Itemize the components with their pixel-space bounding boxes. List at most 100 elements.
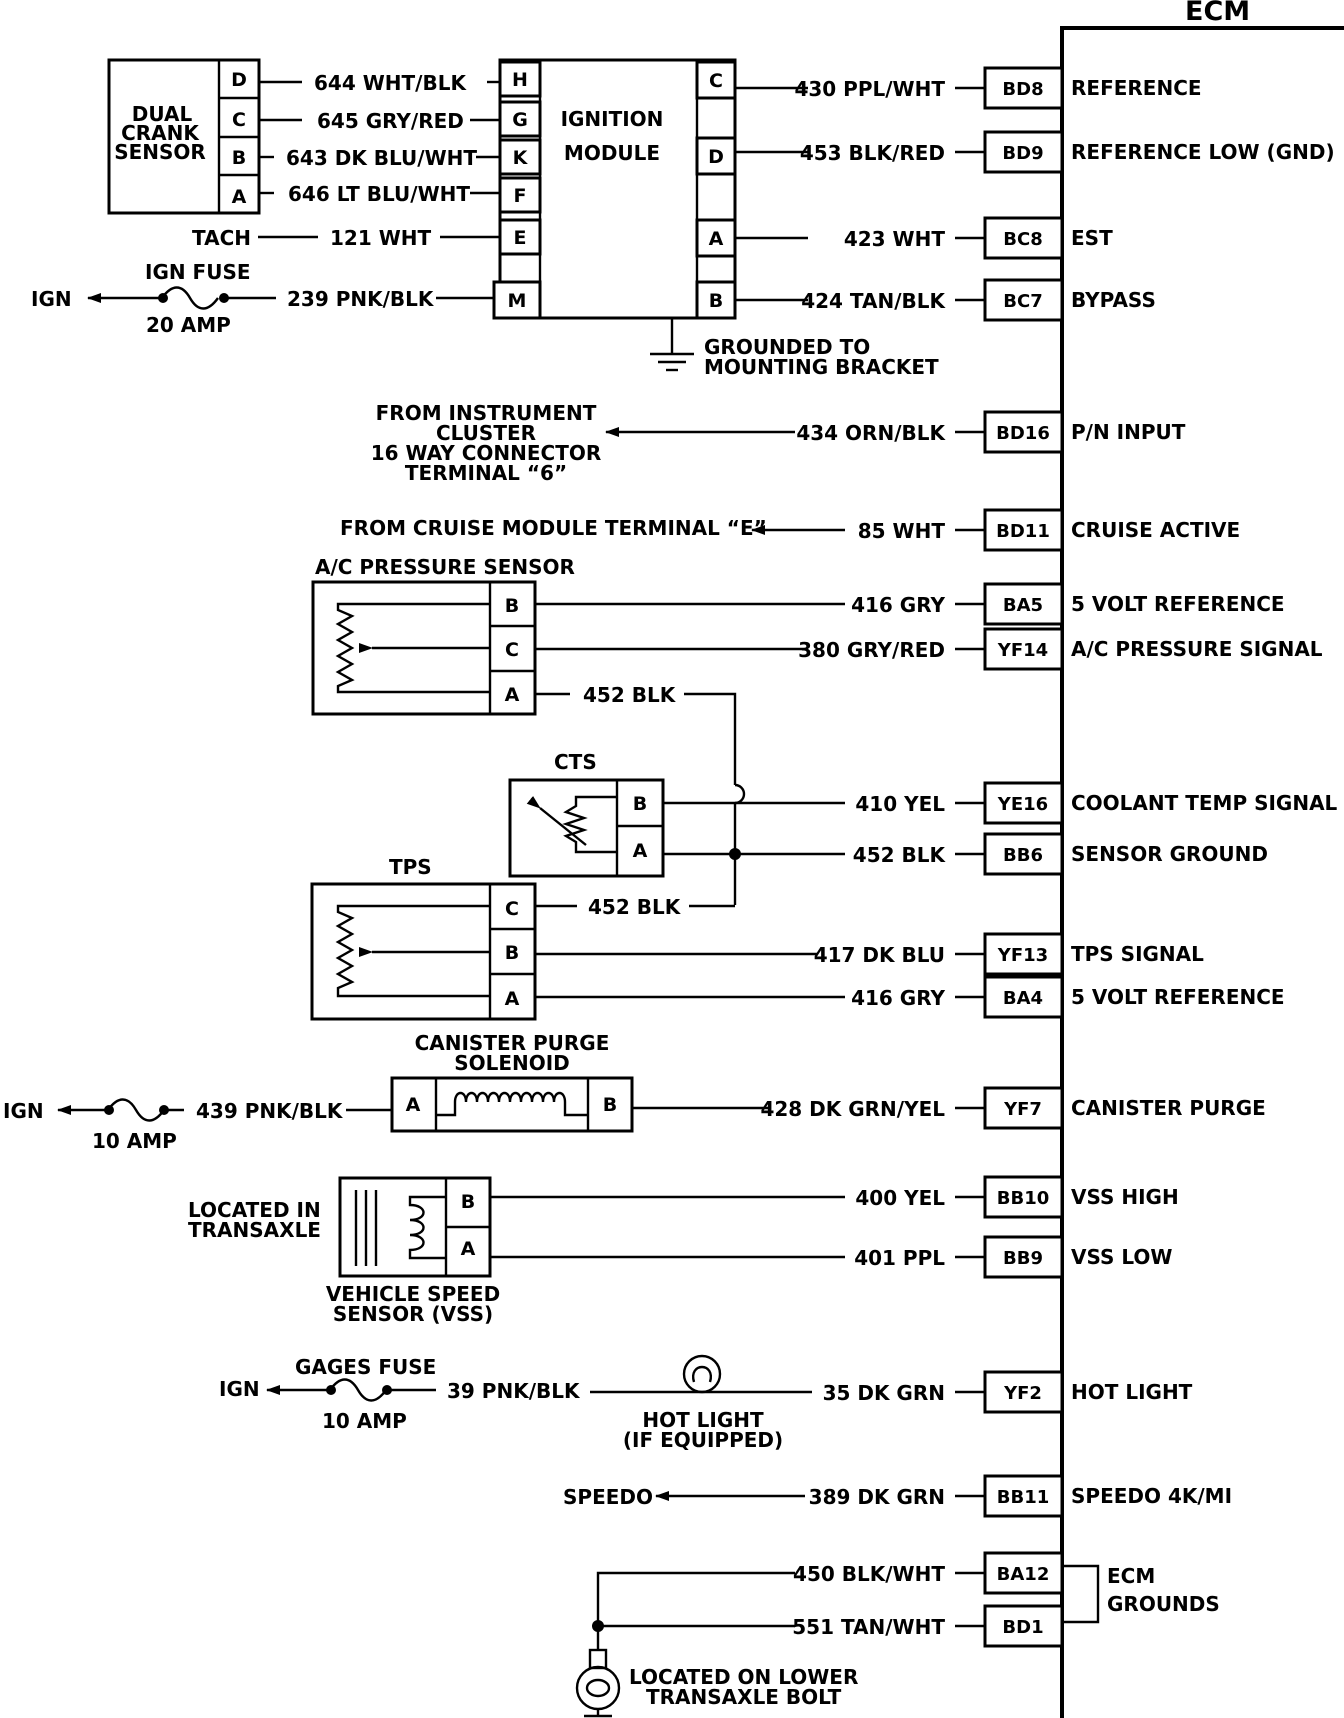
dual-crank-pin-c: C — [232, 109, 246, 131]
cruise-source-label: FROM CRUISE MODULE TERMINAL “E” — [340, 516, 767, 540]
wire-239: 239 PNK/BLK — [287, 287, 435, 311]
speedo-circuit: SPEEDO — [563, 1485, 805, 1509]
ecm-function-yf7: CANISTER PURGE — [1071, 1096, 1266, 1120]
ecm-function-bc8: EST — [1071, 226, 1113, 250]
cts-body — [508, 778, 665, 878]
ecm-pin-bb11: BB11 — [997, 1487, 1050, 1508]
wire-645: 645 GRY/RED — [317, 109, 464, 133]
canister-pin-a: A — [406, 1094, 421, 1116]
ecm-pin-box-yf14 — [983, 627, 1064, 671]
canister-purge-solenoid: CANISTER PURGE SOLENOID A B IGN 10 AMP 4… — [3, 1031, 770, 1153]
ecm-wire-bd9: 453 BLK/RED — [800, 141, 945, 165]
ecm-title: ECM — [1185, 0, 1250, 27]
ac-sensor-label: A/C PRESSURE SENSOR — [315, 555, 575, 579]
ecm-pin-box-bd8 — [983, 66, 1064, 110]
ign-label-top: IGN — [31, 287, 72, 311]
splice-dot — [729, 848, 741, 860]
vss-pin-a: A — [461, 1238, 476, 1260]
ecm-function-bb11: SPEEDO 4K/MI — [1071, 1484, 1232, 1508]
ecm-grounds-label-2: GROUNDS — [1107, 1592, 1220, 1616]
ecm-pin-bd8: BD8 — [1002, 79, 1043, 100]
ecm-function-yf14: A/C PRESSURE SIGNAL — [1071, 637, 1323, 661]
ecm-wire-bb10: 400 YEL — [855, 1186, 945, 1210]
ecm-wire-ye16: 410 YEL — [855, 792, 945, 816]
ecm-wire-ba5: 416 GRY — [851, 593, 945, 617]
ecm-wire-bb6: 452 BLK — [853, 843, 947, 867]
ign-pin-b: B — [709, 290, 723, 312]
ground-bracket-label-2: MOUNTING BRACKET — [704, 355, 939, 379]
ecm-pin-box-ba4 — [983, 975, 1064, 1019]
ecm-ground-circuit: LOCATED ON LOWER TRANSAXLE BOLT — [575, 1571, 858, 1718]
ecm-pin-yf14: YF14 — [997, 640, 1048, 661]
ecm-wire-bd16: 434 ORN/BLK — [796, 421, 946, 445]
pn-source-4: TERMINAL “6” — [405, 461, 567, 485]
dual-crank-label-3: SENSOR — [114, 140, 206, 164]
ignition-module-label-2: MODULE — [564, 141, 660, 165]
ecm-pin-box-bd16 — [983, 410, 1064, 454]
ecm-function-ba4: 5 VOLT REFERENCE — [1071, 985, 1285, 1009]
ign-pin-g: G — [512, 109, 528, 131]
gages-fuse-name: GAGES FUSE — [295, 1355, 436, 1379]
ecm-pin-box-ba5 — [983, 582, 1064, 626]
tps-label: TPS — [389, 855, 432, 879]
tach-label: TACH — [192, 226, 251, 250]
ecm-pin-bd11: BD11 — [996, 521, 1050, 542]
ecm-wire-bb9: 401 PPL — [854, 1246, 945, 1270]
canister-fuse-icon — [107, 1098, 165, 1122]
pn-source-1: FROM INSTRUMENT — [376, 401, 597, 425]
ecm-wire-ba4: 416 GRY — [851, 986, 945, 1010]
hot-light-bulb-icon — [682, 1354, 722, 1394]
ecm-wire-bb11: 389 DK GRN — [809, 1485, 945, 1509]
ecm-pin-box-ye16 — [983, 781, 1064, 825]
vss-located-1: LOCATED IN — [188, 1198, 321, 1222]
ecm-outline — [1060, 26, 1344, 1718]
ign-pin-f: F — [514, 185, 527, 207]
ecm-wire-bd11: 85 WHT — [858, 519, 946, 543]
tps-sensor: TPS C B A 452 BLK — [310, 855, 845, 1021]
wire-644: 644 WHT/BLK — [314, 71, 467, 95]
ac-pin-c: C — [505, 639, 519, 661]
ecm-pin-ba5: BA5 — [1003, 595, 1043, 616]
ign-pin-a: A — [709, 228, 724, 250]
ecm-pin-bd1: BD1 — [1002, 1617, 1043, 1638]
vehicle-speed-sensor: B A LOCATED IN TRANSAXLE VEHICLE SPEED S… — [188, 1176, 845, 1326]
canister-label-2: SOLENOID — [454, 1051, 570, 1075]
ecm-pin-yf7: YF7 — [1003, 1099, 1042, 1120]
ac-pin-a: A — [505, 684, 520, 706]
ecm-function-yf13: TPS SIGNAL — [1071, 942, 1204, 966]
gages-fuse-icon — [329, 1378, 387, 1402]
ecm-pin-box-ba12 — [983, 1551, 1064, 1595]
canister-label-1: CANISTER PURGE — [415, 1031, 610, 1055]
ign-fuse-rating: 20 AMP — [146, 313, 231, 337]
ign-pin-d: D — [708, 146, 724, 168]
dual-crank-sensor: DUAL CRANK SENSOR D C B A 644 WHT/BLK 64… — [107, 58, 500, 215]
canister-pin-b: B — [603, 1094, 617, 1116]
ecm-function-bb6: SENSOR GROUND — [1071, 842, 1268, 866]
ecm-pin-bb9: BB9 — [1003, 1248, 1043, 1269]
hot-light-ign: IGN — [219, 1377, 260, 1401]
tps-pin-c: C — [505, 898, 519, 920]
ecm-pin-box-bb10 — [983, 1175, 1064, 1219]
wire-439: 439 PNK/BLK — [196, 1099, 344, 1123]
ecm-wire-bc8: 423 WHT — [844, 227, 946, 251]
solenoid-coil-icon — [436, 1091, 588, 1117]
vss-label-1: VEHICLE SPEED — [326, 1282, 500, 1306]
ecm-pin-bc8: BC8 — [1003, 229, 1042, 250]
ecm-pin-box-bd9 — [983, 130, 1064, 174]
ecm-function-yf2: HOT LIGHT — [1071, 1380, 1193, 1404]
dual-crank-pin-d: D — [231, 69, 247, 91]
ecm-function-ye16: COOLANT TEMP SIGNAL — [1071, 791, 1338, 815]
ecm-pin-box-bc8 — [983, 216, 1064, 260]
ecm-pin-box-bd1 — [983, 1604, 1064, 1648]
tps-pin-b: B — [505, 942, 519, 964]
ecm-pin-yf2: YF2 — [1003, 1383, 1042, 1404]
dual-crank-label-1: DUAL — [132, 102, 193, 126]
ecm-grounds-label-1: ECM — [1107, 1564, 1155, 1588]
wire-643: 643 DK BLU/WHT — [286, 146, 477, 170]
wire-121: 121 WHT — [330, 226, 432, 250]
ecm-pin-bd16: BD16 — [996, 423, 1050, 444]
pn-source-2: CLUSTER — [436, 421, 536, 445]
ecm-pin-box-bb11 — [983, 1474, 1064, 1518]
ground-location-2: TRANSAXLE BOLT — [646, 1685, 842, 1709]
